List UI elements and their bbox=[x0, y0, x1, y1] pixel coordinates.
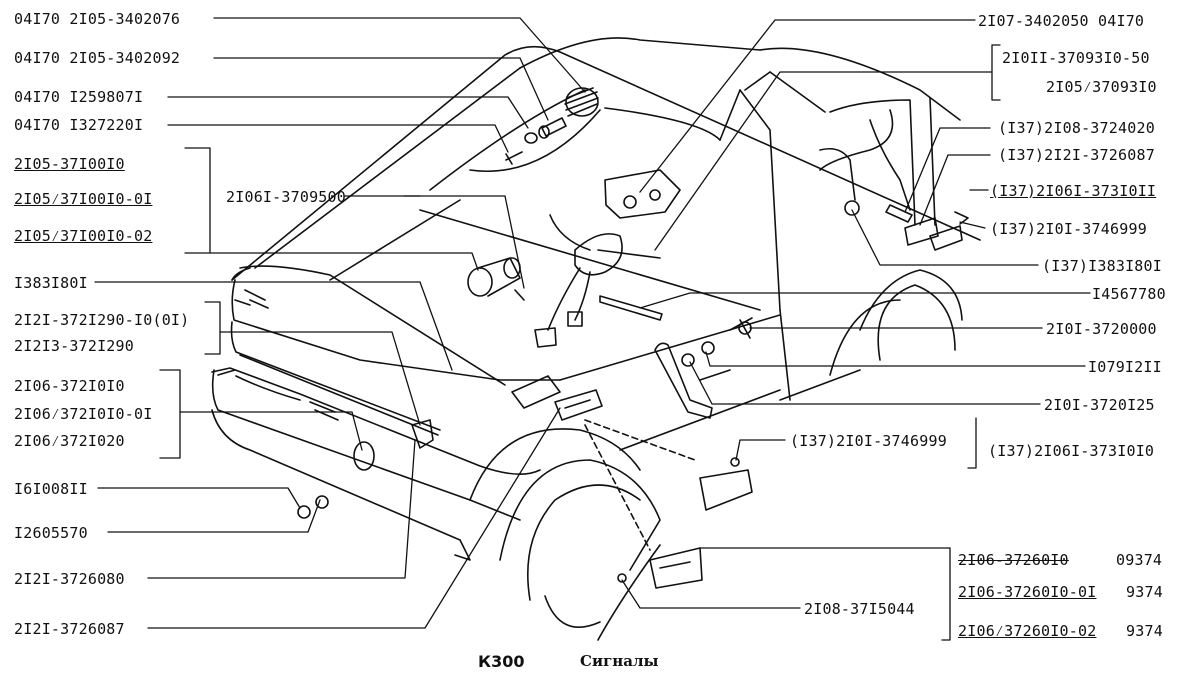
part-label-marker-c: 2I06⁄37260I0-02 bbox=[958, 622, 1097, 640]
part-label-side-lamp-r: (I37)2I06I-373I0II bbox=[990, 182, 1157, 200]
part-label-grommet-r: (I37)I383I80I bbox=[1042, 257, 1162, 275]
part-label-marker-c-qty: 9374 bbox=[1126, 622, 1163, 640]
part-label-marker-a-code: 2I06-37260I0 bbox=[958, 551, 1069, 569]
part-label-harness-a: 2I0II-37093I0-50 bbox=[1002, 49, 1150, 67]
part-label-marker-a-qty: 09374 bbox=[1116, 551, 1163, 569]
part-label-repeater-a: 2I2I-3726080 bbox=[14, 570, 125, 588]
part-label-bolt: 04I70 I327220I bbox=[14, 116, 144, 134]
part-label-repeater-r: (I37)2I2I-3726087 bbox=[998, 146, 1155, 164]
part-label-wiring: (I37)2I08-3724020 bbox=[998, 119, 1155, 137]
arc-guide bbox=[469, 109, 601, 172]
part-label-horn-spring: 04I70 2I05-3402076 bbox=[14, 10, 181, 28]
part-label-horn-switch: 2I0I-3720000 bbox=[1046, 320, 1157, 338]
part-label-horn-r: 2I07-3402050 04I70 bbox=[978, 12, 1145, 30]
part-label-washer-2: I2605570 bbox=[14, 524, 88, 542]
part-label-horn-c: 2I05⁄37I00I0-02 bbox=[14, 227, 153, 245]
part-label-harness-b: 2I05⁄37093I0 bbox=[1046, 78, 1157, 96]
side-repeater-rear-part bbox=[904, 217, 963, 251]
bushing-part bbox=[538, 117, 567, 139]
rear-marker-lamp-part bbox=[617, 547, 703, 589]
dashed-assembly-line-2 bbox=[584, 424, 651, 551]
steering-switch-part bbox=[534, 214, 661, 348]
part-label-repeater-b: 2I2I-3726087 bbox=[14, 620, 125, 638]
horn-bracket-part bbox=[604, 169, 681, 219]
part-label-lamp-a: 2I06-372I0I0 bbox=[14, 377, 125, 395]
part-label-clip-r2: (I37)2I0I-3746999 bbox=[790, 432, 947, 450]
part-label-screw: 2I08-37I5044 bbox=[804, 600, 915, 618]
cable-tie-part bbox=[599, 295, 663, 321]
switch-bracket-part bbox=[654, 342, 713, 419]
part-label-marker-a: 2I06-37260I0 bbox=[958, 551, 1069, 569]
bolt-part bbox=[505, 151, 523, 165]
page-title: Сигналы bbox=[580, 652, 659, 670]
page-code: К300 bbox=[478, 652, 525, 671]
part-label-washer: 04I70 I259807I bbox=[14, 88, 144, 106]
horn-switch-part bbox=[729, 317, 753, 339]
part-label-marker-b: 2I06-37260I0-0I bbox=[958, 583, 1097, 601]
part-label-horn-a: 2I05-37I00I0 bbox=[14, 155, 125, 173]
arc-guide-lower bbox=[597, 544, 661, 641]
part-label-nut-r: I079I2II bbox=[1088, 358, 1162, 376]
part-label-tie: I4567780 bbox=[1092, 285, 1166, 303]
part-label-side-light-b: 2I2I3-372I290 bbox=[14, 337, 134, 355]
nut-part bbox=[681, 341, 715, 367]
side-repeater-front-part bbox=[699, 457, 753, 511]
part-label-bracket-r: 2I0I-3720I25 bbox=[1044, 396, 1155, 414]
wiring-harness-part bbox=[819, 109, 913, 223]
part-label-side-light-a: 2I2I-372I290-I0(0I) bbox=[14, 311, 190, 329]
part-label-side-lamp-r2: (I37)2I06I-373I0I0 bbox=[988, 442, 1155, 460]
part-label-bushing: 04I70 2I05-3402092 bbox=[14, 49, 181, 67]
part-label-nut: I6I008II bbox=[14, 480, 88, 498]
horn-spring-part bbox=[564, 87, 599, 117]
part-label-lamp-c: 2I06⁄372I020 bbox=[14, 432, 125, 450]
front-lamp-part bbox=[353, 419, 434, 471]
part-label-steering-switch: 2I06I-3709500 bbox=[226, 188, 346, 206]
washer-part bbox=[524, 132, 538, 144]
front-side-light-part bbox=[511, 375, 603, 421]
small-nut-part bbox=[297, 495, 329, 519]
part-label-horn-b: 2I05⁄37I00I0-0I bbox=[14, 190, 153, 208]
part-label-marker-b-qty: 9374 bbox=[1126, 583, 1163, 601]
part-label-grommet: I383I80I bbox=[14, 274, 88, 292]
grommet-part bbox=[844, 200, 860, 216]
leader-lines bbox=[94, 17, 1091, 641]
dashed-assembly-line bbox=[584, 419, 696, 461]
part-label-clip-r: (I37)2I0I-3746999 bbox=[990, 220, 1147, 238]
part-label-lamp-b: 2I06⁄372I0I0-0I bbox=[14, 405, 153, 423]
